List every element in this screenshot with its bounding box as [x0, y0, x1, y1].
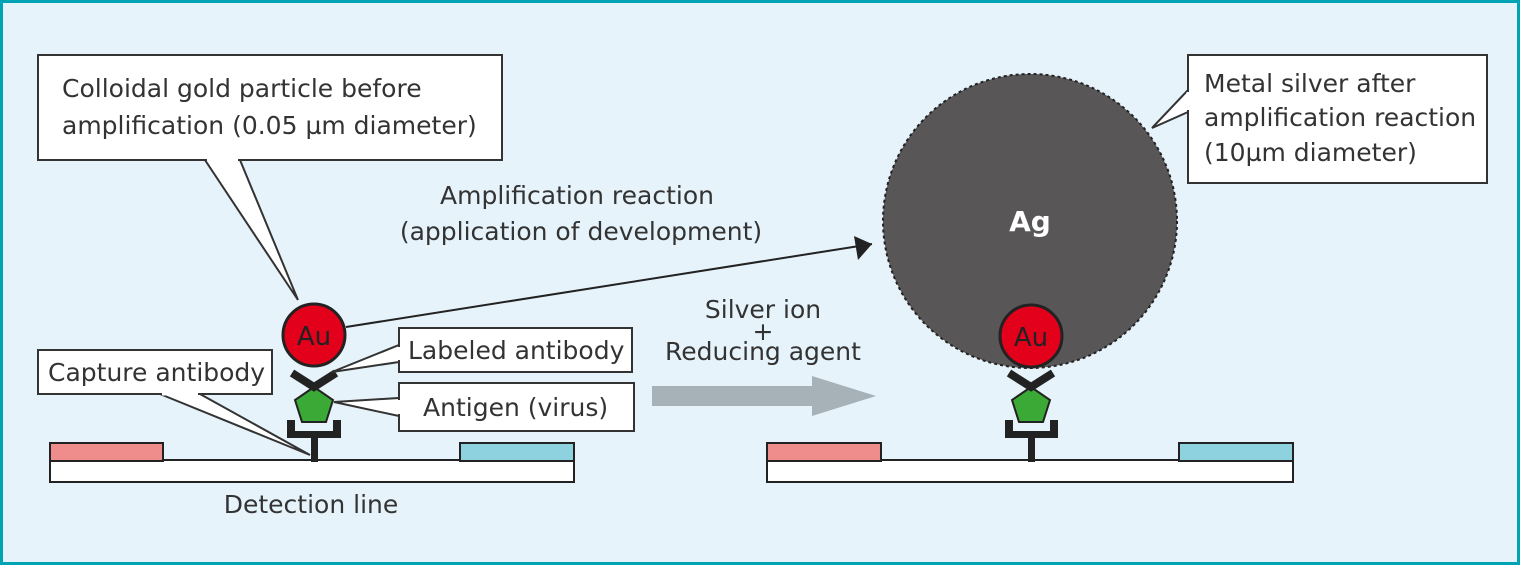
right-assembly: Ag Au [766, 73, 1294, 483]
reaction-arrow [652, 376, 876, 416]
right-au-label: Au [1014, 323, 1048, 353]
reducing-agent-label: Reducing agent [665, 337, 861, 366]
left-test-strip [49, 459, 575, 483]
labeled-antibody-label: Labeled antibody [408, 336, 625, 365]
amplification-label-line2: (application of development) [400, 217, 762, 246]
amplification-label-line1: Amplification reaction [440, 181, 714, 210]
left-au-label: Au [297, 322, 331, 352]
gold-particle-label-line1: Colloidal gold particle before [62, 74, 422, 103]
silver-label-line1: Metal silver after [1204, 69, 1416, 98]
silver-label-line2: amplification reaction [1204, 103, 1476, 132]
right-gold-particle [998, 303, 1064, 369]
left-labeled-antibody [289, 369, 339, 392]
ag-label: Ag [1009, 205, 1051, 238]
silver-callout: Metal silver after amplification reactio… [1151, 54, 1488, 184]
plus-label: + [753, 317, 774, 346]
amplification-arrow [345, 236, 873, 328]
diagram-svg: Au Colloidal gold particle before amplif… [37, 54, 1488, 519]
antigen-callout: Antigen (virus) [333, 382, 635, 432]
antigen-label: Antigen (virus) [423, 393, 608, 422]
right-antigen [1010, 385, 1052, 423]
labeled-antibody-callout: Labeled antibody [331, 327, 633, 373]
gold-particle-callout: Colloidal gold particle before amplifica… [37, 54, 503, 301]
right-capture-antibody [1005, 420, 1058, 462]
capture-antibody-label: Capture antibody [48, 358, 265, 387]
silver-ion-label: Silver ion [705, 295, 821, 324]
left-capture-antibody [287, 420, 341, 462]
right-pink-pad [766, 442, 882, 462]
left-antigen [293, 385, 335, 423]
left-assembly: Au [49, 302, 575, 483]
gold-particle-label-line2: amplification (0.05 µm diameter) [62, 111, 477, 140]
left-gold-particle [281, 302, 347, 368]
left-pink-pad [49, 442, 164, 462]
silver-label-line3: (10µm diameter) [1204, 138, 1417, 167]
right-blue-pad [1178, 442, 1294, 462]
right-labeled-antibody [1006, 369, 1056, 392]
capture-antibody-callout: Capture antibody [37, 349, 311, 456]
detection-line-label: Detection line [224, 490, 399, 519]
left-blue-pad [459, 442, 575, 462]
right-test-strip [766, 459, 1294, 483]
